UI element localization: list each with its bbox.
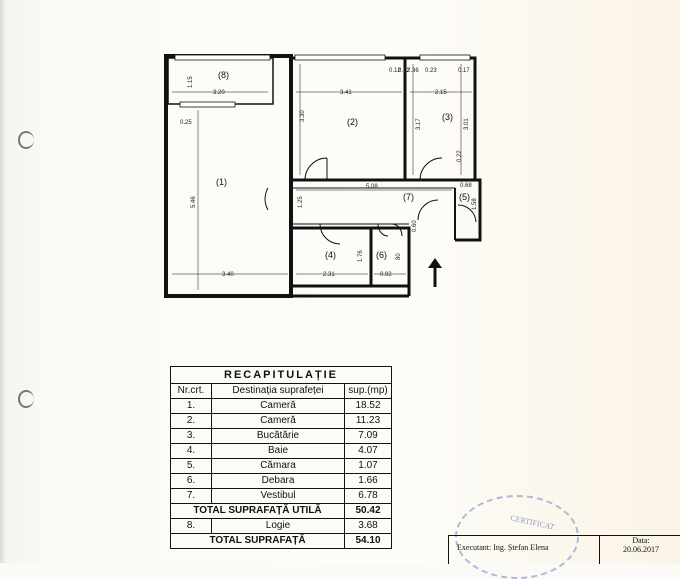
row-area: 3.68 [344,518,392,534]
date-value: 20.06.2017 [623,545,659,554]
date-label: Data: [632,536,650,545]
table-row: 7. Vestibul 6.78 [170,488,392,504]
row-destination: Vestibul [211,488,345,504]
row-destination: Cameră [211,413,345,429]
table-row: 1. Cameră 18.52 [170,398,392,414]
column-header: sup.(mp) [344,383,392,399]
dim-label: 5.08 [366,184,378,190]
room-label-3: (3) [442,112,453,122]
column-header: Nr.crt. [170,383,212,399]
total-util-row: TOTAL SUPRAFAȚĂ UTILĂ 50.42 [170,503,392,519]
dim-label: 1.58 [472,198,478,210]
total-util-value: 50.42 [344,503,392,519]
row-number: 4. [170,443,212,459]
logie-row: 8. Logie 3.68 [170,518,392,534]
dim-label: 0.12 [398,68,410,74]
row-area: 6.78 [344,488,392,504]
room-label-6: (6) [376,250,387,260]
table-row: 4. Baie 4.07 [170,443,392,459]
row-area: 4.07 [344,443,392,459]
dim-label: 0.68 [460,183,472,189]
table-row: 3. Bucătărie 7.09 [170,428,392,444]
dim-label: 5.46 [191,196,197,208]
row-number: 2. [170,413,212,429]
row-destination: Baie [211,443,345,459]
row-number: 6. [170,473,212,489]
dim-label: 0.22 [457,150,463,162]
row-destination: Debara [211,473,345,489]
dim-label: 3.40 [222,272,234,278]
dim-label: 2.31 [323,272,335,278]
room-label-1: (1) [216,177,227,187]
total-util-label: TOTAL SUPRAFAȚĂ UTILĂ [170,503,345,519]
dim-label: 3.17 [416,118,422,130]
dim-label: 1.25 [298,196,304,208]
row-destination: Logie [211,518,345,534]
dim-label: 3.41 [340,90,352,96]
executant-label: Executant: Ing. Ștefan Elena [457,543,549,552]
table-row: 2. Cameră 11.23 [170,413,392,429]
date-box: Data: 20.06.2017 [599,536,680,564]
entrance-arrow-icon [428,258,442,287]
dim-label: 3.30 [300,110,306,122]
row-number: 3. [170,428,212,444]
row-area: 18.52 [344,398,392,414]
column-header: Destinația suprafeței [211,383,345,399]
recapitulation-table: RECAPITULAȚIE Nr.crt. Destinația suprafe… [170,366,392,549]
dim-label: 3.01 [464,118,470,130]
row-area: 7.09 [344,428,392,444]
table-title: RECAPITULAȚIE [170,366,392,384]
row-area: 11.23 [344,413,392,429]
table-row: 5. Cămara 1.07 [170,458,392,474]
room-label-5: (5) [459,192,470,202]
total-row: TOTAL SUPRAFAȚĂ 54.10 [170,533,392,549]
row-area: 1.66 [344,473,392,489]
room-label-4: (4) [325,250,336,260]
outer-walls [164,54,482,298]
footer-box: Executant: Ing. Ștefan Elena Data: 20.06… [448,535,680,564]
row-number: 5. [170,458,212,474]
row-number: 7. [170,488,212,504]
dim-label: 80 [396,253,402,260]
table-row: 6. Debara 1.66 [170,473,392,489]
room-label-7: (7) [403,192,414,202]
dim-label: 0.12 [389,68,401,74]
row-area: 1.07 [344,458,392,474]
dim-label: 0.92 [380,272,392,278]
floor-plan: (8) (1) (2) (3) (7) (5) (4) (6) 3.20 1.1… [164,54,482,298]
total-label: TOTAL SUPRAFAȚĂ [170,533,345,549]
row-number: 1. [170,398,212,414]
row-destination: Bucătărie [211,428,345,444]
dim-label: 0.25 [180,120,192,126]
dim-label: 1.15 [188,76,194,88]
dim-label: 0.23 [425,68,437,74]
paper-edge [0,0,6,563]
dim-label: 2.15 [435,90,447,96]
room-label-2: (2) [347,117,358,127]
row-destination: Cămara [211,458,345,474]
row-number: 8. [170,518,212,534]
room-label-8: (8) [218,70,229,80]
dim-label: 1.76 [358,250,364,262]
total-value: 54.10 [344,533,392,549]
dim-label: 0.17 [458,68,470,74]
dim-label: 2.36 [407,68,419,74]
punch-hole [18,390,34,408]
punch-hole [18,131,34,149]
dim-label: 0.60 [412,220,418,232]
dim-label: 3.20 [213,90,225,96]
row-destination: Cameră [211,398,345,414]
